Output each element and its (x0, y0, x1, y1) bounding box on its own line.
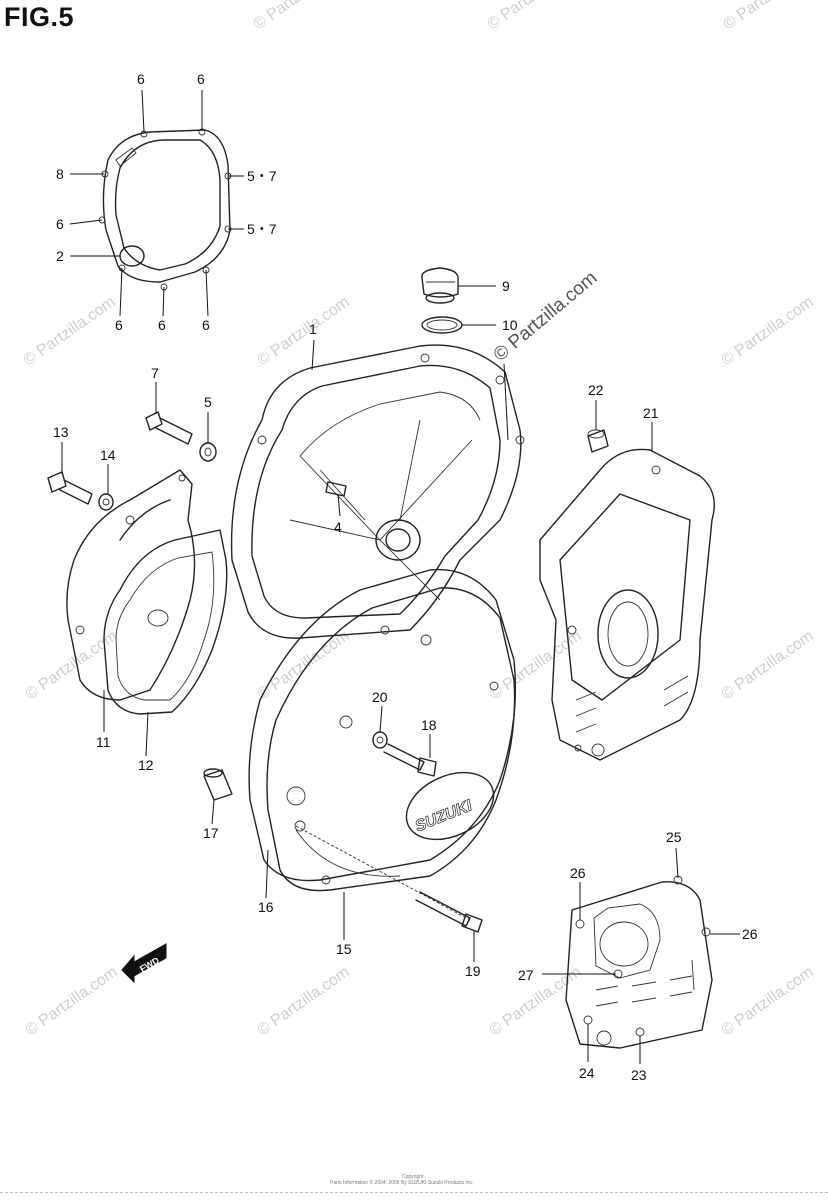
forward-direction-arrow: FWD (121, 943, 167, 984)
watermark: © Partzilla.com (21, 294, 119, 370)
callout-22: 22 (588, 382, 604, 398)
callout-15: 15 (336, 941, 352, 957)
callout-27: 27 (518, 967, 534, 983)
figure-title: FIG.5 (4, 2, 75, 32)
oil-filler-cap (421, 267, 459, 304)
crankcase-cover-21 (539, 448, 715, 761)
washer-5 (199, 442, 217, 462)
watermark: © Partzilla.com (719, 628, 817, 704)
bolt-18 (383, 743, 437, 777)
bolt-7 (145, 411, 193, 445)
callout-6: 6 (56, 216, 64, 232)
callout-13: 13 (53, 424, 69, 440)
callout-6: 6 (115, 317, 123, 333)
watermark: © Partzilla.com (255, 294, 353, 370)
watermark: © Partzilla.com (251, 0, 349, 33)
watermark-layer: © Partzilla.com © Partzilla.com © Partzi… (21, 0, 819, 1039)
clutch-cover-gasket (98, 128, 232, 291)
clutch-cover (230, 344, 525, 639)
callout-4: 4 (334, 519, 342, 535)
washer-20 (372, 731, 388, 749)
watermark: © Partzilla.com (255, 628, 353, 704)
dowel-pin-22 (587, 429, 609, 453)
callout-16: 16 (258, 899, 274, 915)
dowel-pin-17 (203, 768, 233, 801)
watermark: © Partzilla.com (719, 294, 817, 370)
sprocket-cover-25 (565, 875, 713, 1049)
callout-6: 6 (202, 317, 210, 333)
callout-20: 20 (372, 689, 388, 705)
starter-clutch-cover (66, 469, 196, 701)
bolt-19 (415, 891, 483, 933)
watermark: © Partzilla.com (721, 0, 819, 33)
bolt-13 (47, 471, 93, 505)
watermark: © Partzilla.com (487, 964, 585, 1040)
watermark: © Partzilla.com (255, 964, 353, 1040)
callout-21: 21 (643, 405, 659, 421)
callout-1: 1 (309, 321, 317, 337)
watermark: © Partzilla.com (23, 964, 121, 1040)
callout-6: 6 (137, 71, 145, 87)
callout-26: 26 (742, 926, 758, 942)
callout-25: 25 (666, 829, 682, 845)
callout-26: 26 (570, 865, 586, 881)
callout-10: 10 (502, 317, 518, 333)
starter-cover-gasket (103, 529, 228, 715)
callout-labels: 6 6 8 5・7 6 5・7 2 6 6 6 9 10 1 7 5 22 21… (53, 71, 758, 1083)
callout-18: 18 (421, 717, 437, 733)
callout-14: 14 (100, 447, 116, 463)
callout-24: 24 (579, 1065, 595, 1081)
leader-lines (61, 89, 740, 1064)
callout-8: 8 (56, 166, 64, 182)
footer-divider (0, 1192, 828, 1193)
callout-6: 6 (158, 317, 166, 333)
callout-5-7: 5・7 (247, 221, 277, 237)
callout-11: 11 (96, 734, 111, 750)
callout-12: 12 (138, 757, 154, 773)
callout-6: 6 (197, 71, 205, 87)
suzuki-logo: SUZUKI (413, 797, 475, 835)
oil-seal (119, 245, 145, 267)
callout-5-7: 5・7 (247, 168, 277, 184)
filler-cap-o-ring (421, 316, 463, 334)
callout-2: 2 (56, 248, 64, 264)
generator-cover-gasket-16 (248, 568, 517, 882)
copyright-notice: Copyright Parts Information © 2004. 2005… (330, 1174, 473, 1186)
watermark: © Partzilla.com (485, 0, 583, 33)
callout-5: 5 (204, 394, 212, 410)
watermark: © Partzilla.com (719, 964, 817, 1040)
washer-14 (98, 493, 114, 511)
callout-7: 7 (151, 365, 159, 381)
copyright-line-2: Parts Information © 2004. 2005 By SUZUKI… (330, 1179, 473, 1186)
copyright-line-1: Copyright (402, 1174, 424, 1180)
callout-19: 19 (465, 963, 481, 979)
callout-17: 17 (203, 825, 219, 841)
callout-9: 9 (502, 278, 510, 294)
callout-23: 23 (631, 1067, 647, 1083)
